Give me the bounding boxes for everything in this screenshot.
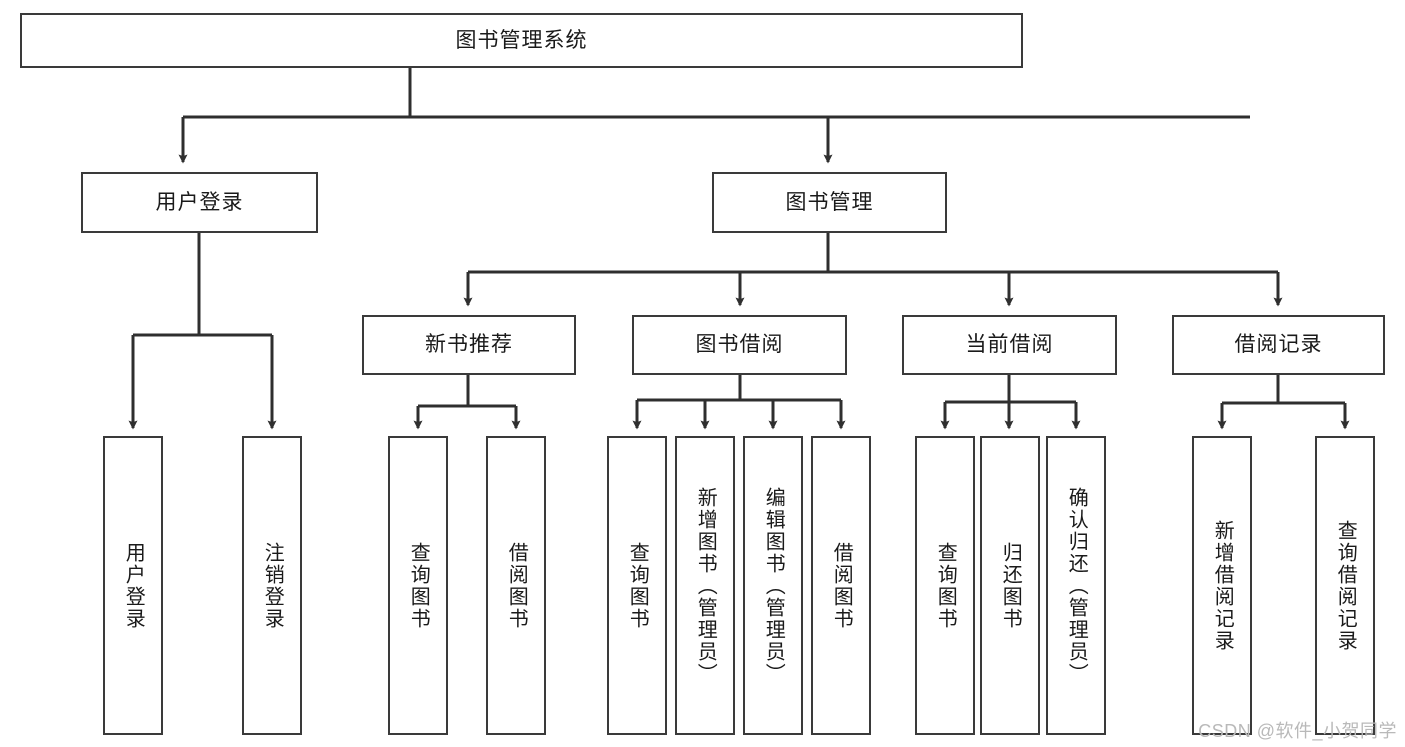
leaf-edit-book-admin[interactable]: 编辑图书（管理员） bbox=[743, 436, 803, 735]
node-label: 确认归还（管理员） bbox=[1065, 486, 1088, 685]
leaf-query-book-current[interactable]: 查询图书 bbox=[915, 436, 975, 735]
leaf-query-borrow-record[interactable]: 查询借阅记录 bbox=[1315, 436, 1375, 735]
node-current-borrow[interactable]: 当前借阅 bbox=[902, 315, 1117, 375]
leaf-add-book-admin[interactable]: 新增图书（管理员） bbox=[675, 436, 735, 735]
node-label: 用户登录 bbox=[122, 541, 145, 630]
leaf-add-borrow-record[interactable]: 新增借阅记录 bbox=[1192, 436, 1252, 735]
node-label: 查询图书 bbox=[934, 541, 957, 630]
node-label: 用户登录 bbox=[155, 190, 244, 214]
node-label: 归还图书 bbox=[999, 541, 1022, 630]
node-label: 注销登录 bbox=[261, 541, 284, 630]
node-label: 新书推荐 bbox=[425, 333, 513, 357]
node-label: 新增借阅记录 bbox=[1211, 519, 1234, 652]
node-root-system[interactable]: 图书管理系统 bbox=[20, 13, 1023, 68]
leaf-confirm-return-admin[interactable]: 确认归还（管理员） bbox=[1046, 436, 1106, 735]
node-new-book-recommend[interactable]: 新书推荐 bbox=[362, 315, 576, 375]
node-borrow-record[interactable]: 借阅记录 bbox=[1172, 315, 1385, 375]
watermark-text: CSDN @软件_小贺同学 bbox=[1198, 721, 1397, 741]
node-label: 图书借阅 bbox=[695, 333, 784, 357]
leaf-return-book[interactable]: 归还图书 bbox=[980, 436, 1040, 735]
node-label: 查询借阅记录 bbox=[1334, 519, 1357, 652]
node-label: 图书管理 bbox=[785, 190, 874, 214]
node-label: 图书管理系统 bbox=[455, 28, 588, 52]
node-label: 借阅图书 bbox=[830, 541, 853, 630]
node-label: 编辑图书（管理员） bbox=[762, 486, 785, 685]
node-label: 当前借阅 bbox=[965, 333, 1054, 357]
node-book-borrow[interactable]: 图书借阅 bbox=[632, 315, 847, 375]
node-book-management[interactable]: 图书管理 bbox=[712, 172, 947, 233]
node-user-login[interactable]: 用户登录 bbox=[81, 172, 318, 233]
node-label: 借阅记录 bbox=[1234, 333, 1323, 357]
leaf-user-login[interactable]: 用户登录 bbox=[103, 436, 163, 735]
leaf-logout[interactable]: 注销登录 bbox=[242, 436, 302, 735]
leaf-query-book-recommend[interactable]: 查询图书 bbox=[388, 436, 448, 735]
node-label: 查询图书 bbox=[626, 541, 649, 630]
node-label: 查询图书 bbox=[407, 541, 430, 630]
leaf-query-book-borrow[interactable]: 查询图书 bbox=[607, 436, 667, 735]
leaf-borrow-book-recommend[interactable]: 借阅图书 bbox=[486, 436, 546, 735]
node-label: 新增图书（管理员） bbox=[694, 486, 717, 685]
node-label: 借阅图书 bbox=[505, 541, 528, 630]
leaf-borrow-book[interactable]: 借阅图书 bbox=[811, 436, 871, 735]
